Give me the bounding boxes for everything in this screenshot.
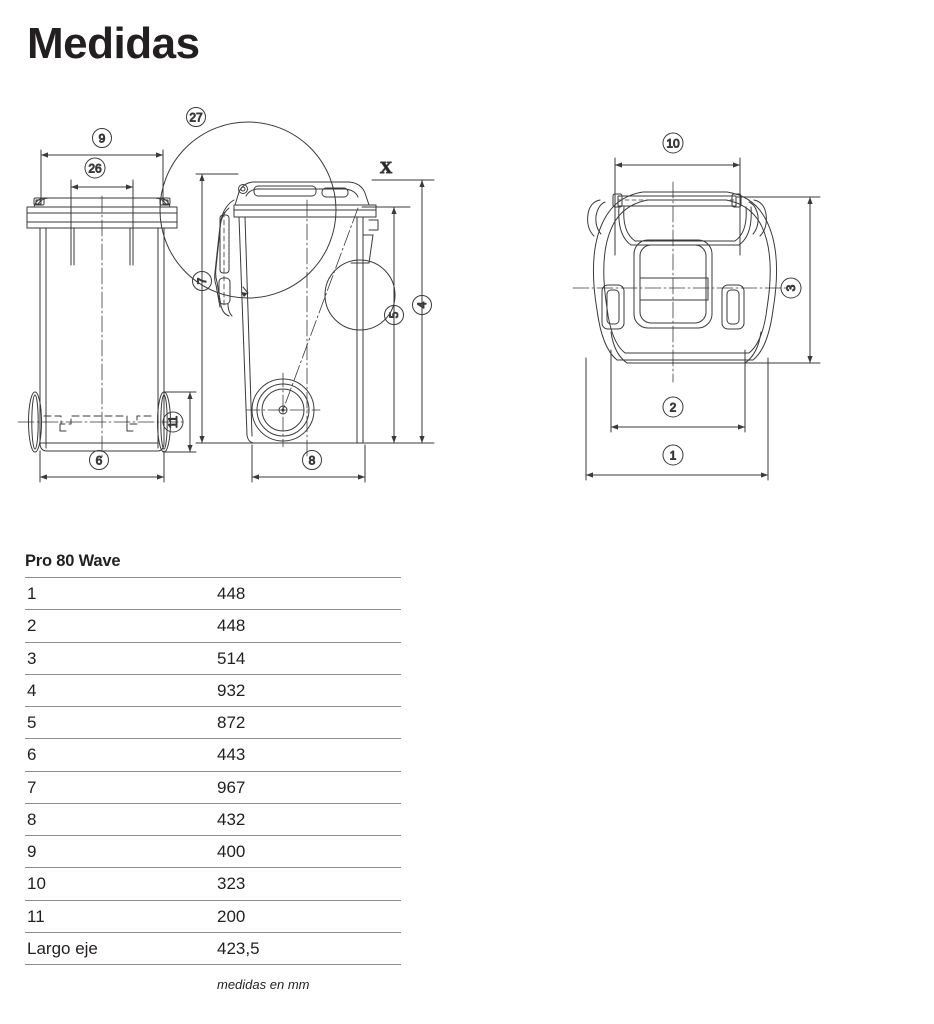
side-view-drawing: 27 X [159,107,435,483]
table-row: 6 443 [25,738,401,771]
table-row: 2 448 [25,609,401,642]
table-row: 11 200 [25,899,401,933]
dimension-3: 3 [736,196,821,364]
row-label: 8 [25,802,217,836]
side-view-body [214,181,379,457]
dimension-4: 4 [365,179,435,444]
row-label: Largo eje [25,931,217,965]
row-label: 9 [25,834,217,868]
table-row: 3 514 [25,641,401,675]
table-row: 4 932 [25,673,401,707]
callout-11: 11 [166,415,180,428]
row-label: 2 [25,609,217,642]
detail-circle-x: X [324,158,396,331]
row-value: 872 [217,705,401,739]
row-label: 1 [25,576,217,610]
row-label: 6 [25,738,217,771]
row-value: 432 [217,802,401,836]
row-value: 967 [217,770,401,804]
callout-6: 6 [96,454,103,468]
dimension-10: 10 [614,132,741,256]
dimension-8: 8 [251,444,366,483]
specifications-table: Pro 80 Wave 1 448 2 448 3 514 4 932 5 87… [25,552,401,995]
table-row: 5 872 [25,705,401,739]
callout-8: 8 [309,454,316,468]
row-value: 423,5 [217,931,401,965]
callout-3: 3 [784,284,798,291]
row-label: 7 [25,770,217,804]
row-value: 400 [217,834,401,868]
dimension-11: 11 [162,391,197,453]
page-title: Medidas [27,19,200,68]
detail-marker-x: X [380,158,393,177]
row-value: 448 [217,609,401,642]
row-value: 514 [217,641,401,675]
dimension-9: 9 [40,128,164,206]
row-label: 11 [25,899,217,933]
row-value: 443 [217,738,401,771]
dimension-6: 6 [39,450,165,483]
row-label: 4 [25,673,217,707]
table-row: 7 967 [25,770,401,804]
top-view-body [572,181,791,383]
technical-drawings: 9 26 [0,100,934,510]
callout-7: 7 [195,277,209,284]
callout-26: 26 [88,162,102,176]
row-value: 200 [217,899,401,933]
row-value: 932 [217,673,401,707]
row-label: 3 [25,641,217,675]
callout-10: 10 [666,137,680,151]
row-label: 5 [25,705,217,739]
row-label: 10 [25,867,217,900]
table-row: 8 432 [25,802,401,836]
footnote-spacer [25,964,217,995]
callout-27: 27 [189,111,203,125]
dimension-5: 5 [361,206,411,444]
table-body: 1 448 2 448 3 514 4 932 5 872 6 443 [25,576,401,995]
detail-circle-27: 27 [159,107,337,299]
front-view-body [17,195,187,461]
measurements-table: 1 448 2 448 3 514 4 932 5 872 6 443 [25,576,401,995]
dimension-1: 1 [585,357,769,481]
table-row: Largo eje 423,5 [25,931,401,965]
table-row: 1 448 [25,576,401,610]
table-footnote-row: medidas en mm [25,964,401,995]
table-row: 10 323 [25,867,401,900]
units-footnote: medidas en mm [217,977,310,992]
callout-9: 9 [99,132,106,146]
top-view-drawing: 10 [572,132,821,481]
front-view-drawing: 9 26 [17,128,197,483]
row-value: 323 [217,867,401,900]
table-row: 9 400 [25,834,401,868]
dimension-7: 7 [192,173,253,444]
row-value: 448 [217,576,401,610]
dimension-2: 2 [610,349,746,433]
table-title: Pro 80 Wave [25,552,121,570]
callout-1: 1 [670,449,677,463]
callout-4: 4 [415,301,429,308]
callout-5: 5 [387,311,401,318]
callout-2: 2 [670,401,677,415]
